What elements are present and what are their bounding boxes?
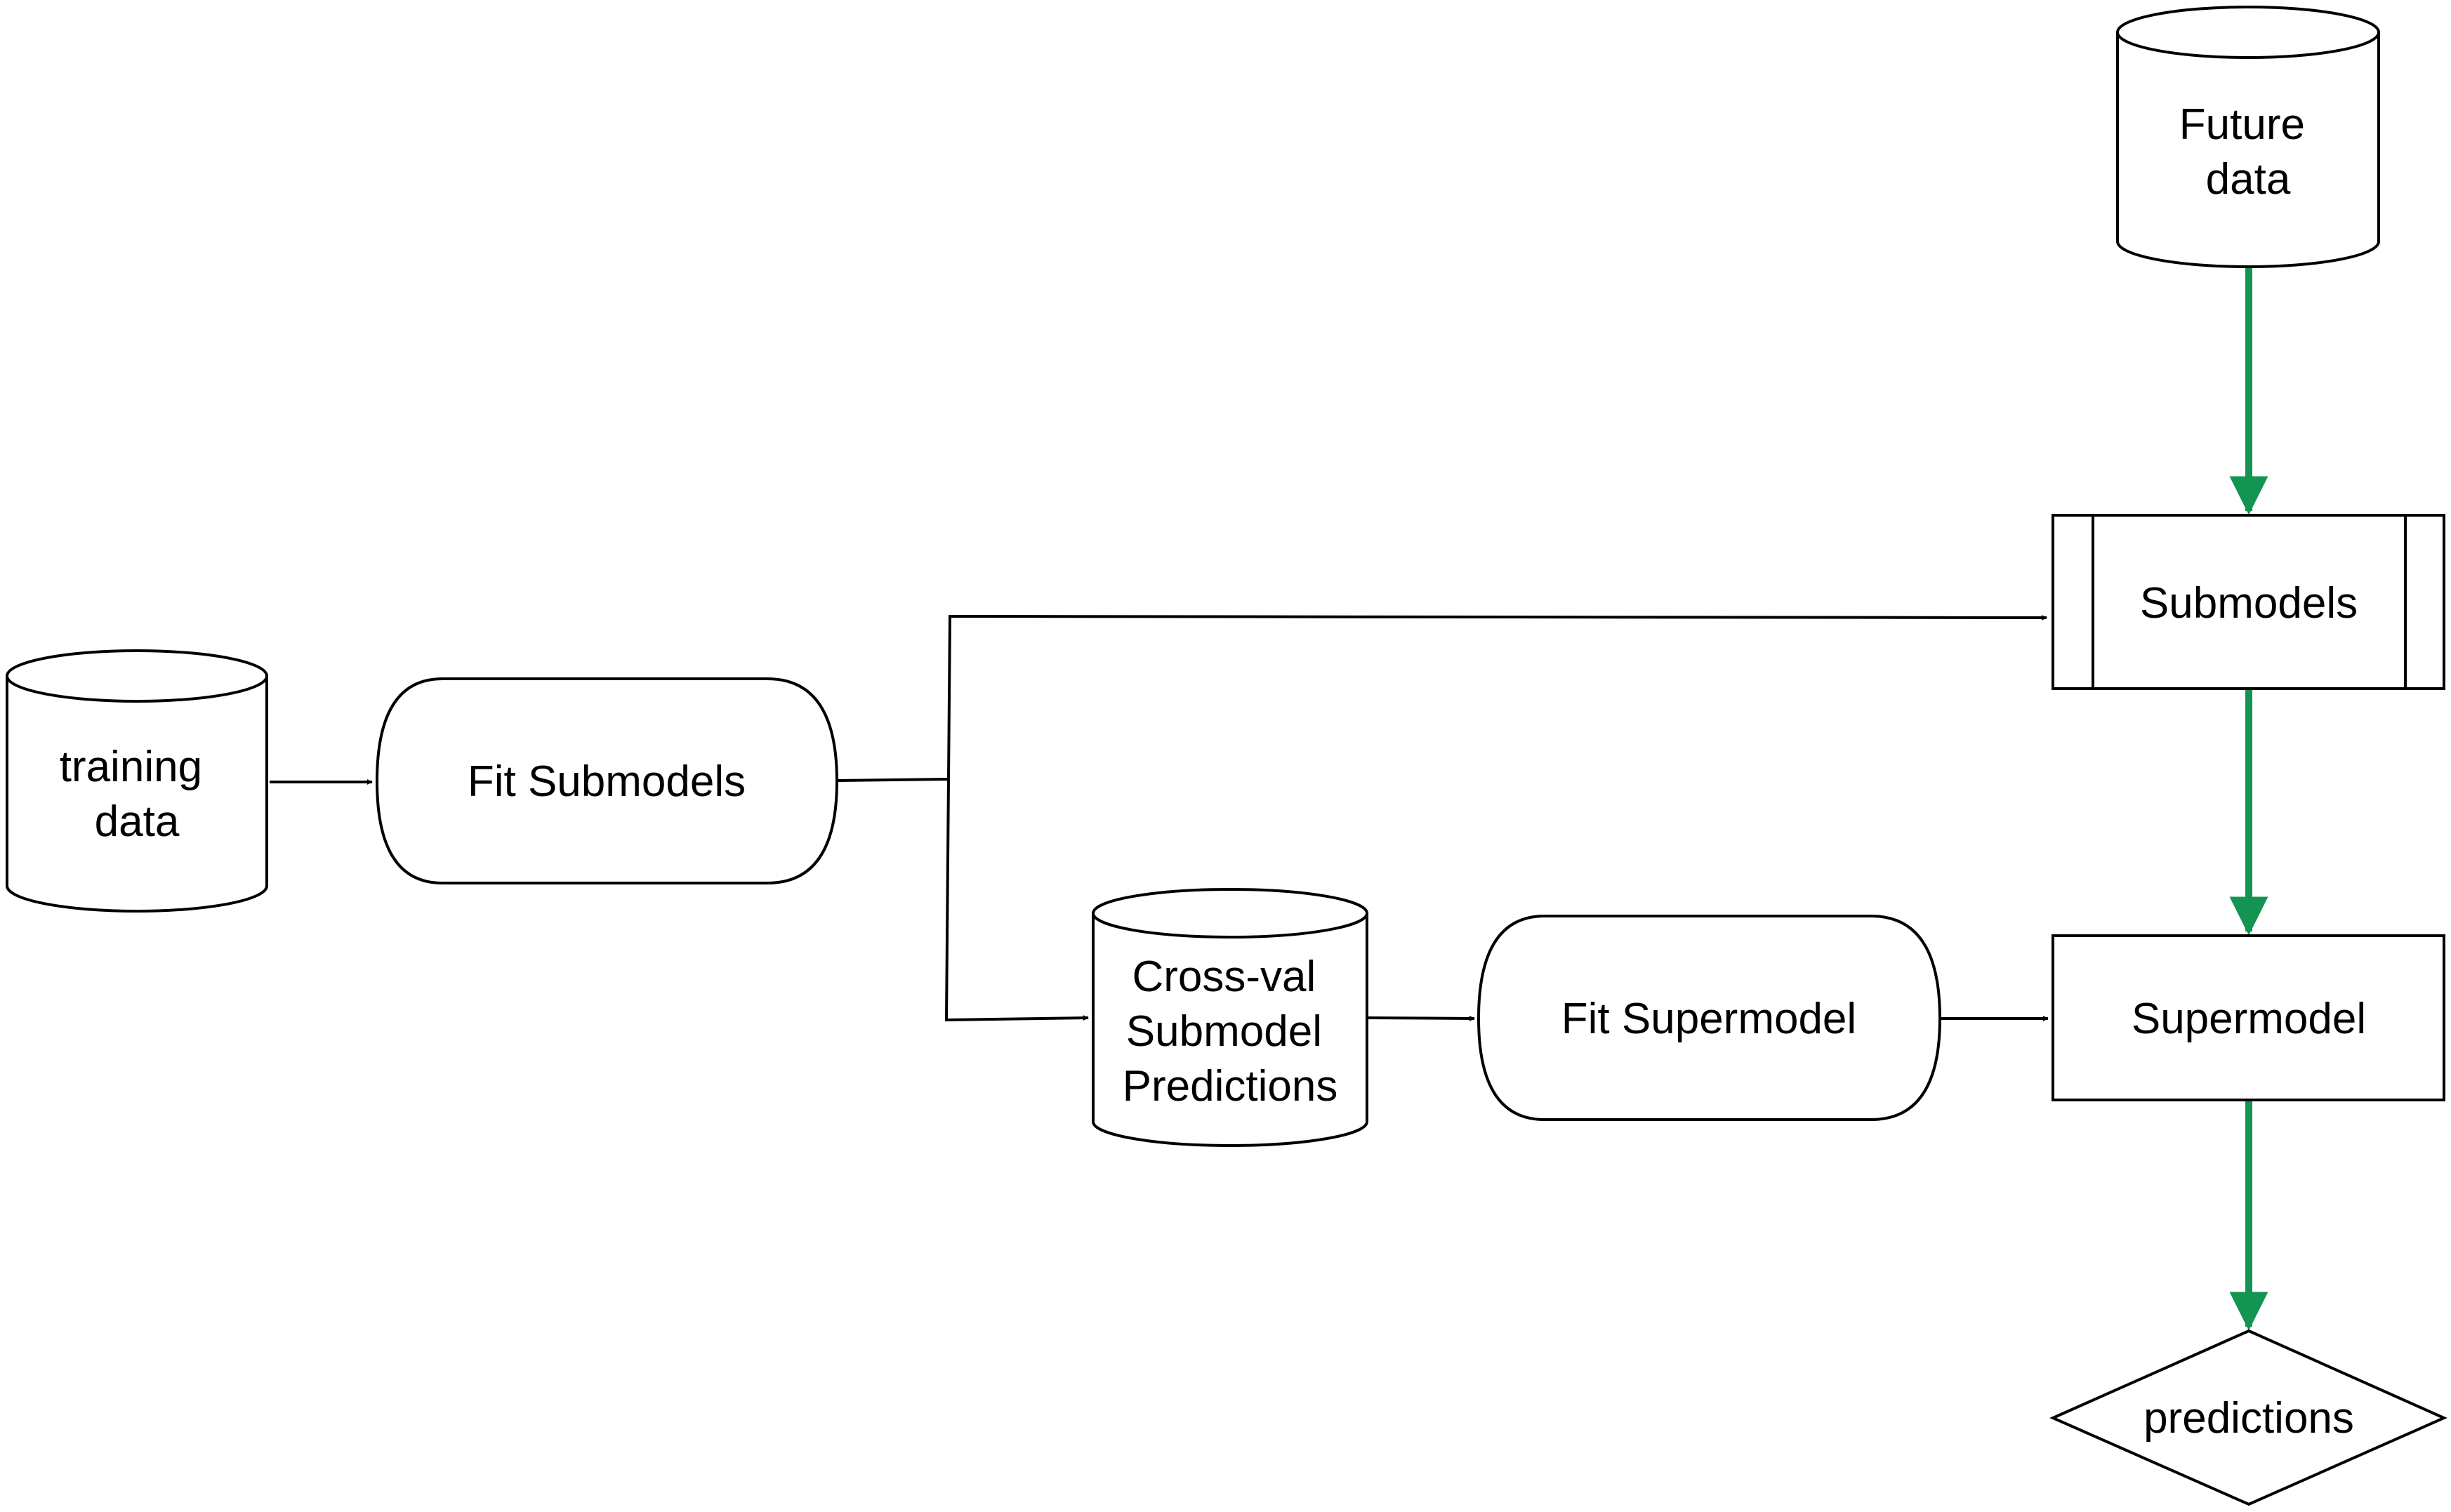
edge-fit-submodels-to-cv-predictions	[944, 778, 1089, 1022]
fit-supermodel-label: Fit Supermodel	[1561, 995, 1856, 1043]
fit-submodels-label: Fit Submodels	[468, 757, 746, 806]
cv-predictions-node: Cross-val Submodel Predictions	[1092, 888, 1368, 1147]
predictions-node: predictions	[2049, 1329, 2447, 1506]
submodels-node: Submodels	[2052, 514, 2445, 690]
supermodel-node: Supermodel	[2052, 934, 2445, 1101]
future-data-label: Future data	[2179, 100, 2317, 204]
supermodel-label: Supermodel	[2132, 995, 2366, 1043]
fit-submodels-node: Fit Submodels	[375, 677, 839, 884]
predictions-label: predictions	[2143, 1394, 2354, 1443]
training-data-node: training data	[6, 649, 268, 913]
submodels-label: Submodels	[2140, 579, 2358, 628]
cv-predictions-label: Cross-val Submodel Predictions	[1123, 953, 1338, 1110]
connectors	[270, 267, 2268, 1331]
training-data-label: training data	[60, 743, 215, 846]
future-data-node: Future data	[2116, 6, 2380, 268]
edge-fit-submodels-to-submodels	[838, 614, 2047, 782]
fit-supermodel-node: Fit Supermodel	[1476, 915, 1942, 1121]
edge-cv-to-fit-supermodel	[1366, 1015, 1475, 1021]
